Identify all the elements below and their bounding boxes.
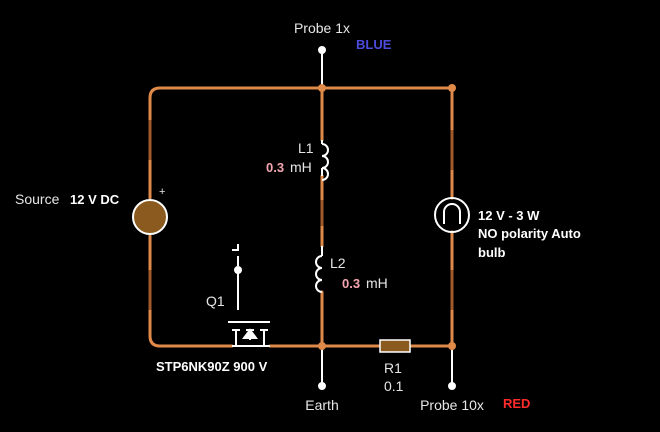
inductor-l2[interactable] bbox=[315, 246, 323, 293]
bulb-line1: 12 V - 3 W bbox=[478, 208, 540, 223]
wires bbox=[148, 86, 454, 348]
bulb-line3: bulb bbox=[478, 245, 505, 260]
junction-dot bbox=[448, 84, 456, 92]
source-symbol[interactable] bbox=[132, 199, 168, 235]
l1-name: L1 bbox=[298, 140, 314, 156]
l1-unit: mH bbox=[290, 159, 312, 175]
inductor-l1[interactable] bbox=[321, 140, 329, 181]
earth-label: Earth bbox=[305, 397, 338, 413]
left-wire-bottom bbox=[148, 234, 234, 348]
junction-dot bbox=[448, 342, 456, 350]
resistor-r1[interactable] bbox=[379, 339, 411, 353]
probe-top-terminal[interactable] bbox=[318, 46, 326, 54]
probe-bottom-label: Probe 10x bbox=[420, 397, 484, 413]
probe-top-color-label: BLUE bbox=[356, 37, 392, 52]
probe-bottom-color-label: RED bbox=[503, 396, 530, 411]
bulb-symbol[interactable] bbox=[434, 197, 470, 233]
earth-terminal[interactable] bbox=[318, 382, 326, 390]
source-value: 12 V DC bbox=[70, 192, 120, 207]
source-polarity: + bbox=[159, 186, 165, 198]
source-label: Source bbox=[15, 191, 60, 207]
probe-top-label: Probe 1x bbox=[294, 20, 350, 36]
bulb-line2: NO polarity Auto bbox=[478, 226, 581, 241]
l2-value: 0.3 bbox=[342, 276, 360, 291]
r1-value: 0.1 bbox=[384, 378, 404, 394]
l1-value: 0.3 bbox=[266, 160, 284, 175]
junction-dot bbox=[318, 342, 326, 350]
q1-part: STP6NK90Z 900 V bbox=[156, 359, 268, 374]
r1-name: R1 bbox=[384, 360, 402, 376]
probe-bottom-terminal[interactable] bbox=[448, 382, 456, 390]
mosfet-q1[interactable] bbox=[228, 244, 270, 347]
l2-name: L2 bbox=[330, 255, 346, 271]
top-wire bbox=[148, 86, 454, 100]
l2-unit: mH bbox=[366, 275, 388, 291]
q1-name: Q1 bbox=[206, 293, 225, 309]
junction-dot bbox=[318, 84, 326, 92]
